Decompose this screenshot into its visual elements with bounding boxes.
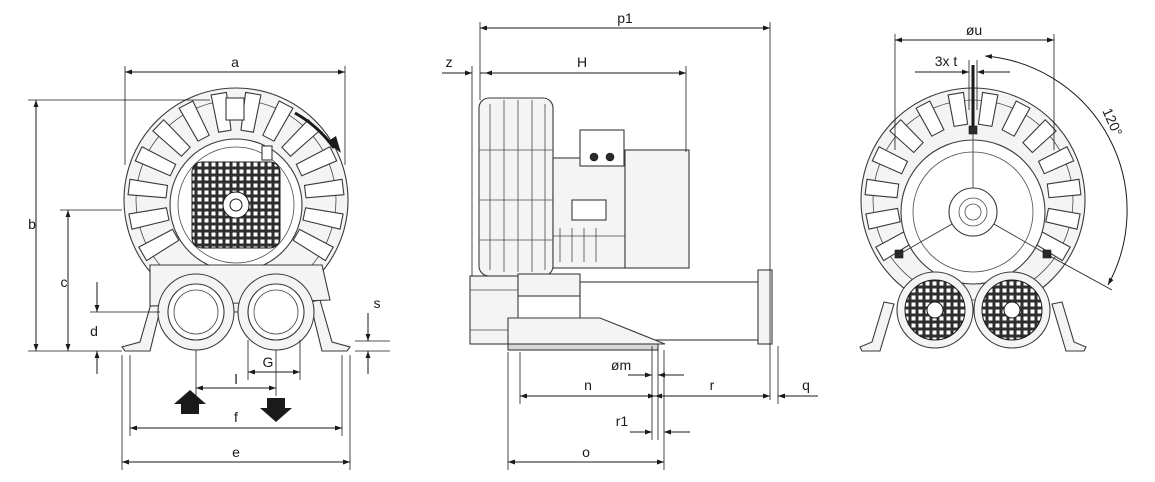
dim-r1: r1 [616,413,629,429]
cooling-fin [915,100,945,137]
cooling-fin [128,207,170,230]
cooling-fin [138,228,180,262]
cooling-fin [178,100,210,142]
rear-view: øu 3x t 120° [859,22,1128,352]
dim-angle: 120° [1099,105,1125,138]
dim-b: b [28,216,36,232]
dim-e: e [232,444,240,460]
cooling-fin [292,228,334,262]
dim-r: r [710,377,715,393]
cooling-fin [127,178,169,199]
cooling-fin [262,100,294,142]
inlet-arrow-up-icon [174,390,206,414]
dim-z: z [446,54,453,70]
cooling-fin [302,207,344,230]
dim-q: q [802,377,810,393]
dim-H: H [577,54,587,70]
side-view: p1 H z øm n r q r1 o [442,10,818,470]
dim-d: d [90,323,98,339]
dim-u: øu [966,22,982,38]
dim-m: øm [611,357,631,373]
dim-a: a [231,54,239,70]
dim-s: s [374,295,381,311]
cooling-fin [864,178,900,199]
cooling-fin [947,91,969,128]
dim-c: c [61,274,68,290]
cooling-fin [871,146,909,175]
dim-n: n [584,377,592,393]
dim-l: l [234,371,237,387]
cooling-fin [889,119,924,154]
dim-p1: p1 [617,10,633,26]
cooling-fin [865,207,901,230]
cooling-fin [152,119,191,157]
front-view: a b c d e f G l [28,54,390,470]
dim-f: f [234,409,238,425]
cooling-fin [134,146,177,177]
cooling-fin [295,146,338,177]
dim-t: 3x t [935,53,958,69]
cooling-fin [303,178,345,199]
dim-G: G [263,354,274,370]
outlet-arrow-down-icon [260,398,292,422]
dim-o: o [582,444,590,460]
